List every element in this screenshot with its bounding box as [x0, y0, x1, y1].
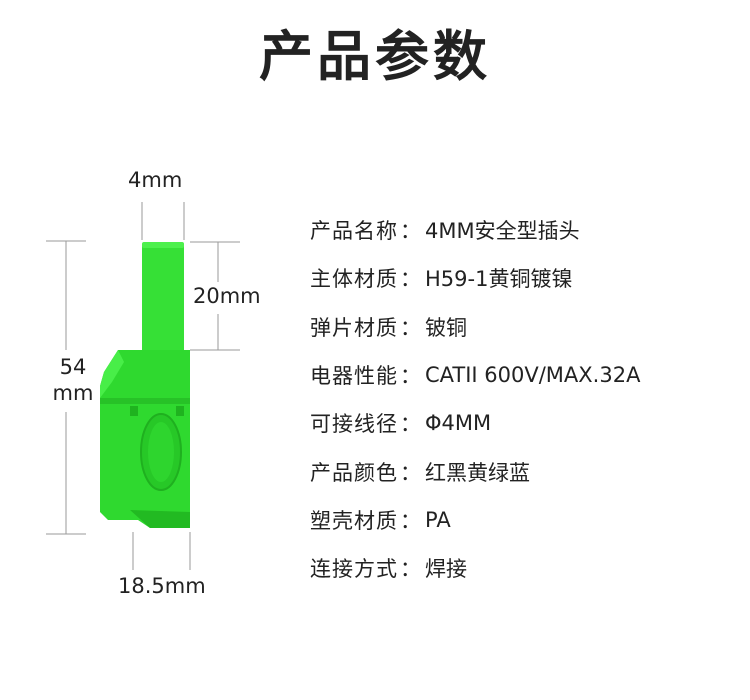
product-figure: 4mm 20mm 54 mm 18.5mm: [0, 150, 300, 620]
spec-key: 连接方式: [310, 557, 398, 582]
spec-value: 铍铜: [425, 315, 467, 340]
spec-separator: ：: [400, 315, 421, 340]
spec-key: 弹片材质: [310, 315, 398, 340]
dimension-pin-length: 20mm: [193, 284, 261, 308]
spec-key: 产品颜色: [310, 460, 398, 485]
spec-separator: ：: [400, 460, 421, 485]
dimension-total-length-unit: mm: [52, 381, 94, 405]
spec-separator: ：: [400, 508, 421, 533]
spec-key: 塑壳材质: [310, 508, 398, 533]
spec-value: H59-1黄铜镀镍: [425, 267, 573, 292]
page-title: 产品参数: [259, 25, 491, 88]
spec-key: 产品名称: [310, 219, 398, 244]
dimension-pin-width: 4mm: [128, 168, 183, 192]
spec-key: 可接线径: [310, 412, 398, 437]
spec-value: 焊接: [425, 557, 467, 582]
spec-separator: ：: [400, 267, 421, 292]
spec-row-electrical: 电器性能 ： CATII 600V/MAX.32A: [310, 351, 740, 399]
spec-row-name: 产品名称 ： 4MM安全型插头: [310, 206, 740, 254]
spec-row-spring-material: 弹片材质 ： 铍铜: [310, 303, 740, 351]
spec-value: Φ4MM: [425, 411, 492, 436]
spec-separator: ：: [400, 219, 421, 244]
spec-row-shell-material: 塑壳材质 ： PA: [310, 496, 740, 544]
spec-key: 主体材质: [310, 267, 398, 292]
spec-value: 4MM安全型插头: [425, 219, 580, 244]
spec-row-colors: 产品颜色 ： 红黑黄绿蓝: [310, 447, 740, 495]
spec-key: 电器性能: [310, 364, 398, 389]
spec-separator: ：: [400, 557, 421, 582]
spec-row-wire-diameter: 可接线径 ： Φ4MM: [310, 399, 740, 447]
spec-separator: ：: [400, 364, 421, 389]
plug-pin: [142, 242, 184, 354]
spec-row-body-material: 主体材质 ： H59-1黄铜镀镍: [310, 254, 740, 302]
dimension-total-length: 54 mm: [51, 354, 95, 406]
spec-value: PA: [425, 507, 451, 532]
banana-plug-image: [46, 202, 240, 570]
dimension-total-length-value: 54: [59, 355, 87, 379]
spec-list: 产品名称 ： 4MM安全型插头 主体材质 ： H59-1黄铜镀镍 弹片材质 ： …: [310, 206, 740, 592]
spec-value: CATII 600V/MAX.32A: [425, 363, 641, 388]
spec-separator: ：: [400, 412, 421, 437]
dimension-body-width: 18.5mm: [118, 574, 206, 598]
spec-value: 红黑黄绿蓝: [425, 460, 530, 485]
spec-row-connection: 连接方式 ： 焊接: [310, 544, 740, 592]
